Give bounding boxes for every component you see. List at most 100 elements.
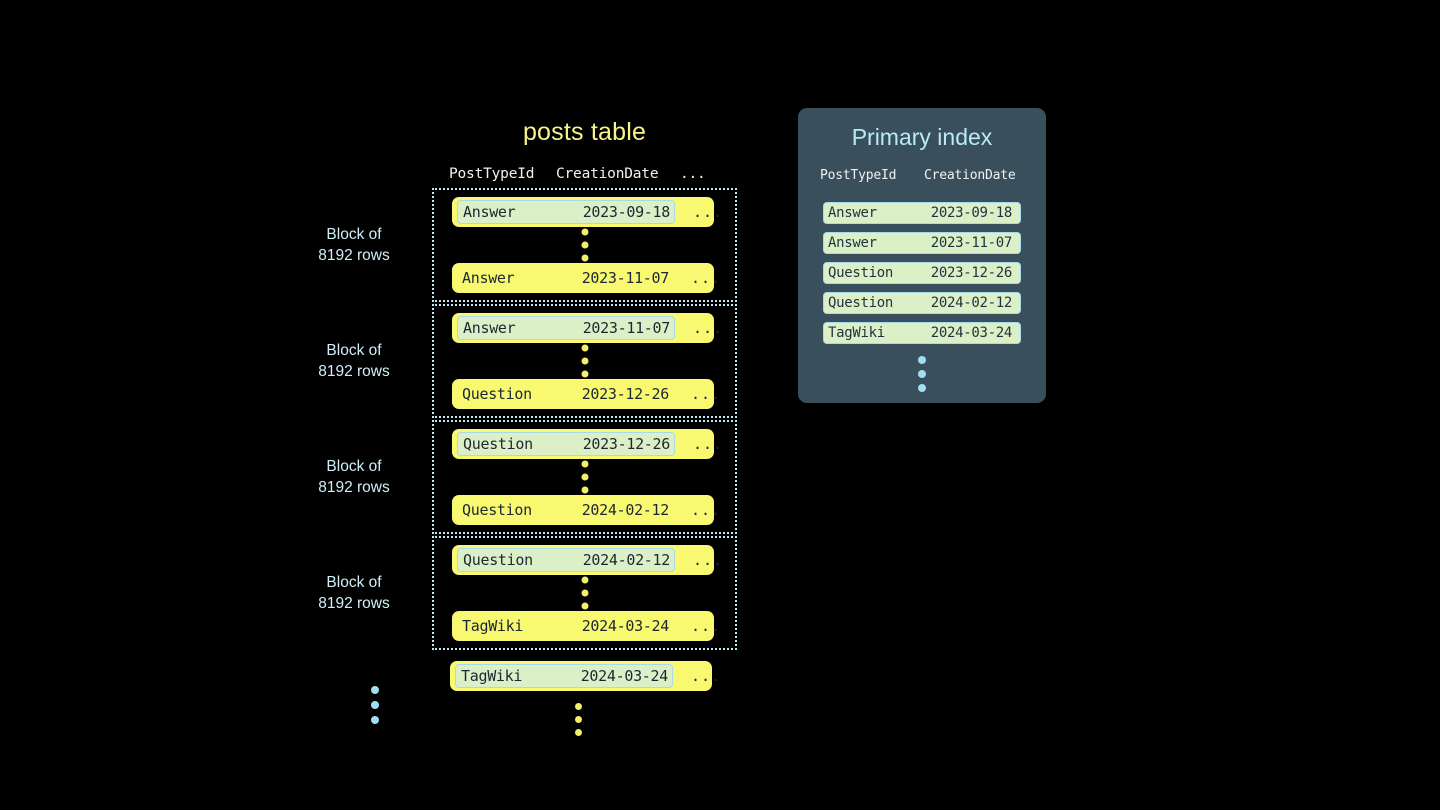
dot [575,716,582,723]
cell-post-type-id: Answer [462,269,515,287]
table-row-trailing: TagWiki 2024-03-24 ... [450,661,720,691]
cell-creation-date: 2024-02-12 [581,501,670,519]
dot [581,589,588,597]
index-row: TagWiki 2024-03-24 [823,322,1021,344]
row-cells: Question 2024-02-12 [457,498,673,522]
table-continuation-dots [575,703,582,736]
row-cells: Answer 2023-11-07 [457,266,673,290]
table-block: Block of 8192 rows Question 2023-12-26 .… [318,420,737,534]
dot [371,716,379,724]
table-row: Question 2023-12-26 ... [452,379,720,409]
cell-post-type-id: TagWiki [828,325,885,341]
row-continuation-dots [581,460,588,494]
index-row: Question 2023-12-26 [823,262,1021,284]
dot [581,357,588,365]
primary-index-rows: Answer 2023-09-18 Answer 2023-11-07 Ques… [823,202,1021,352]
cell-creation-date: 2024-02-12 [930,295,1013,311]
cell-creation-date: 2023-12-26 [930,265,1013,281]
cell-more: ... [691,501,722,519]
block-label: Block of 8192 rows [318,574,390,612]
cell-post-type-id: Question [828,265,894,281]
row-continuation-dots [581,228,588,262]
dot [918,384,926,392]
cell-post-type-id: TagWiki [462,617,524,635]
table-block: Block of 8192 rows Question 2024-02-12 .… [318,536,737,650]
index-continuation-dots [918,356,926,392]
dot [371,701,379,709]
posts-table-blocks: Block of 8192 rows Answer 2023-09-18 ... [318,188,737,652]
cell-more: ... [693,203,724,221]
column-header-creation-date: CreationDate [556,166,659,182]
dot [575,703,582,710]
cell-creation-date: 2024-03-24 [930,325,1013,341]
row-highlight-box: TagWiki 2024-03-24 [455,664,673,688]
dot [581,576,588,584]
cell-creation-date: 2023-12-26 [582,435,671,453]
dot [581,241,588,249]
table-row: Question 2024-02-12 ... [452,545,722,575]
row-continuation-dots [581,344,588,378]
dot [581,228,588,236]
dot [581,486,588,494]
cell-creation-date: 2023-12-26 [581,385,670,403]
row-continuation-dots [581,576,588,610]
cell-post-type-id: Answer [828,205,877,221]
table-block: Block of 8192 rows Answer 2023-09-18 ... [318,188,737,302]
cell-post-type-id: Question [463,435,533,453]
cell-post-type-id: Answer [463,203,516,221]
primary-index-title: Primary index [851,124,993,150]
cell-creation-date: 2024-02-12 [582,551,671,569]
cell-creation-date: 2023-11-07 [930,235,1013,251]
cell-post-type-id: Answer [463,319,516,337]
cell-more: ... [693,435,724,453]
block-label: Block of 8192 rows [318,226,390,264]
dot [575,729,582,736]
dot [371,686,379,694]
cell-creation-date: 2024-03-24 [581,617,670,635]
dot [918,356,926,364]
table-row: TagWiki 2024-03-24 ... [452,611,720,641]
row-cells: TagWiki 2024-03-24 [457,614,673,638]
cell-post-type-id: Question [463,551,533,569]
dot [581,254,588,262]
dot [581,473,588,481]
cell-creation-date: 2023-09-18 [582,203,671,221]
cell-more: ... [691,667,722,685]
block-label: Block of 8192 rows [318,342,390,380]
cell-more: ... [691,617,722,635]
blocks-continuation-dots [371,686,379,724]
cell-creation-date: 2023-11-07 [582,319,671,337]
dot [581,370,588,378]
table-block: Block of 8192 rows Answer 2023-11-07 ... [318,304,737,418]
cell-post-type-id: Question [462,501,532,519]
table-row: Answer 2023-11-07 ... [452,263,720,293]
row-highlight-box: Question 2023-12-26 [457,432,675,456]
row-highlight-box: Answer 2023-11-07 [457,316,675,340]
dot [918,370,926,378]
table-row: Answer 2023-09-18 ... [452,197,722,227]
table-row: Answer 2023-11-07 ... [452,313,722,343]
cell-more: ... [691,269,722,287]
dot [581,602,588,610]
dot [581,344,588,352]
index-row: Question 2024-02-12 [823,292,1021,314]
column-header-post-type-id: PostTypeId [449,166,535,182]
cell-creation-date: 2023-09-18 [930,205,1013,221]
cell-more: ... [693,551,724,569]
cell-post-type-id: Answer [828,235,877,251]
index-row: Answer 2023-11-07 [823,232,1021,254]
cell-post-type-id: TagWiki [461,667,523,685]
index-row: Answer 2023-09-18 [823,202,1021,224]
cell-more: ... [693,319,724,337]
table-row: Question 2024-02-12 ... [452,495,720,525]
column-header-more: ... [680,166,706,182]
dot [581,460,588,468]
cell-creation-date: 2024-03-24 [580,667,669,685]
cell-creation-date: 2023-11-07 [581,269,670,287]
posts-table-title: posts table [522,118,647,146]
column-header-creation-date: CreationDate [924,168,1016,183]
cell-post-type-id: Question [828,295,894,311]
cell-more: ... [691,385,722,403]
column-header-post-type-id: PostTypeId [820,168,897,183]
